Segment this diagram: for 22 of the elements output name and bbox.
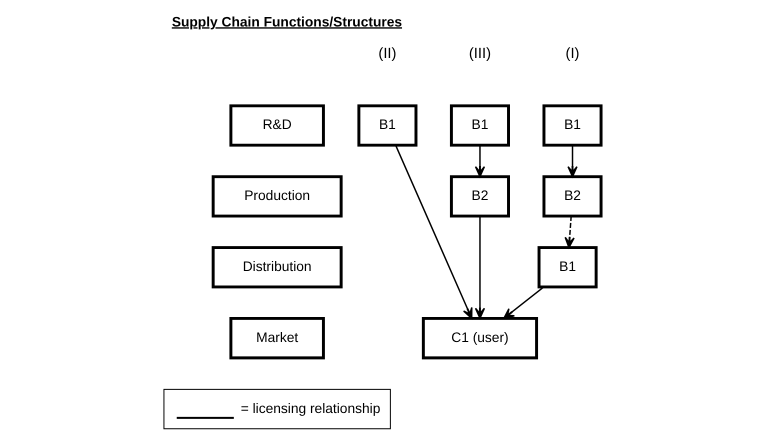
label: (III) xyxy=(468,46,492,62)
node-box: Market xyxy=(229,316,325,360)
arrow xyxy=(474,216,486,319)
node-box: B1 xyxy=(450,104,510,147)
node-box: B1 xyxy=(538,246,598,288)
arrow xyxy=(503,286,544,320)
legend-label: = licensing relationship xyxy=(240,401,380,416)
node-box: R&D xyxy=(229,104,325,147)
node-box: B2 xyxy=(450,175,510,218)
arrow xyxy=(474,145,486,178)
node-box: Distribution xyxy=(212,246,343,288)
node-box: B1 xyxy=(357,104,418,147)
label: (I) xyxy=(566,46,580,62)
arrow xyxy=(564,216,575,248)
node-box: B1 xyxy=(542,104,603,147)
diagram-title: Supply Chain Functions/Structures xyxy=(172,14,402,30)
node-box: C1 (user) xyxy=(422,316,538,360)
arrow xyxy=(567,145,578,178)
node-box: Production xyxy=(212,175,343,218)
label: (II) xyxy=(378,46,396,62)
node-box: B2 xyxy=(542,175,603,218)
arrow xyxy=(395,145,473,320)
